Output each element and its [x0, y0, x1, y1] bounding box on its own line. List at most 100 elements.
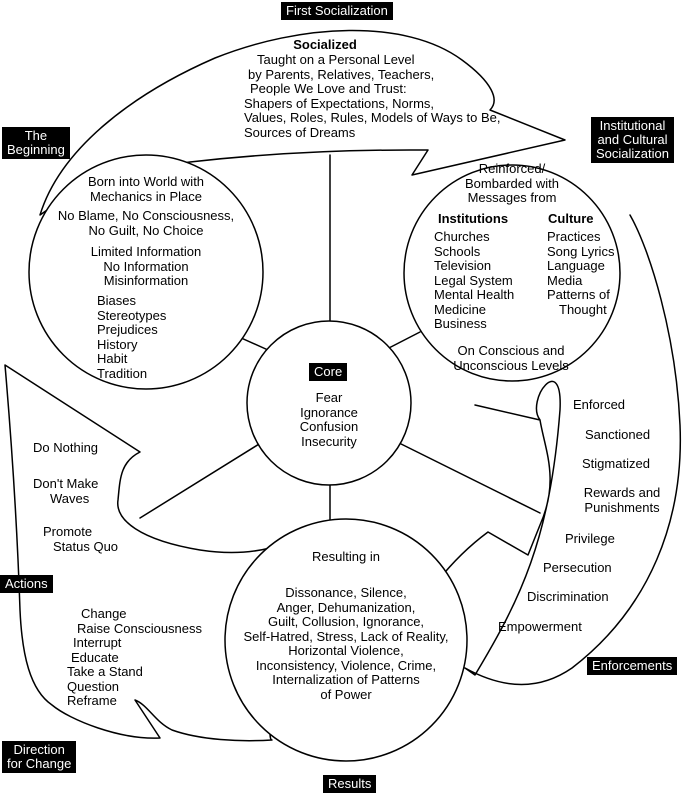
core-item-3: Confusion	[299, 419, 359, 434]
beginning-circle	[28, 154, 264, 390]
beginning-g2-line-2: No Guilt, No Choice	[88, 222, 204, 238]
culture-item-3: Language	[547, 258, 605, 273]
institutional-levels-line-2: Unconscious Levels	[453, 357, 569, 373]
culture-list: Practices Song Lyrics Language Media Pat…	[547, 229, 615, 317]
beginning-list-item-4: History	[97, 336, 138, 352]
change-item-3: Interrupt	[73, 635, 122, 650]
action-dont-make-waves: Don't Make Waves	[33, 476, 99, 506]
institutional-intro-line-3: Messages from	[467, 190, 557, 205]
enforcements-arrow	[399, 214, 682, 686]
results-line-4: Self-Hatred, Stress, Lack of Reality,	[243, 628, 449, 644]
institutional-levels: On Conscious and Unconscious Levels	[436, 343, 586, 373]
label-actions: Actions	[0, 575, 53, 593]
institution-item-5: Mental Health	[434, 287, 515, 302]
spoke-lower-left	[139, 435, 273, 519]
culture-item-2: Song Lyrics	[547, 243, 615, 259]
label-first-socialization: First Socialization	[281, 2, 393, 20]
institutional-levels-line-1: On Conscious and	[457, 343, 565, 358]
enforce-rewards-line-2: Punishments	[584, 499, 660, 515]
culture-item-5: Patterns of	[547, 287, 610, 302]
beginning-group-1: Born into World with Mechanics in Place	[46, 174, 246, 204]
label-institutional-line-2: and Cultural	[597, 132, 668, 147]
socialized-lines: Taught on a Personal Level by Parents, R…	[244, 52, 501, 140]
results-line-8: of Power	[320, 686, 372, 702]
change-item-1: Change	[81, 606, 127, 621]
culture-item-6: Thought	[559, 301, 607, 317]
label-the-beginning-line-2: Beginning	[7, 142, 65, 157]
socialized-line-4: Shapers of Expectations, Norms,	[244, 95, 435, 111]
institution-item-2: Schools	[434, 243, 481, 259]
action-promote-line-1: Promote	[43, 524, 93, 539]
enforce-persecution: Persecution	[543, 560, 612, 575]
institution-item-3: Television	[434, 258, 492, 273]
institution-item-7: Business	[434, 316, 487, 331]
enforce-privilege: Privilege	[565, 531, 615, 546]
label-results: Results	[323, 775, 377, 793]
beginning-g3-line-1: Limited Information	[90, 244, 202, 259]
label-the-beginning: The Beginning	[2, 127, 70, 159]
socialized-line-6: Sources of Dreams	[244, 124, 356, 140]
change-item-2: Raise Consciousness	[77, 620, 203, 636]
enforce-enforced: Enforced	[573, 397, 626, 412]
institution-item-6: Medicine	[434, 301, 487, 317]
label-institutional-line-1: Institutional	[599, 118, 666, 133]
first-socialization-arrow	[39, 29, 566, 216]
beginning-list-item-6: Tradition	[97, 365, 148, 381]
enforce-rewards-line-1: Rewards and	[583, 485, 661, 500]
socialized-line-1: Taught on a Personal Level	[257, 52, 415, 67]
institutional-intro-line-2: Bombarded with	[465, 175, 559, 191]
enforce-stigmatized: Stigmatized	[582, 456, 650, 471]
results-line-5: Horizontal Violence,	[288, 643, 404, 658]
label-enforcements: Enforcements	[587, 657, 678, 675]
results-circle	[224, 518, 468, 762]
socialized-line-3: People We Love and Trust:	[250, 81, 407, 96]
beginning-list: Biases Stereotypes Prejudices History Ha…	[97, 293, 166, 381]
beginning-group-3: Limited Information No Information Misin…	[46, 244, 246, 289]
action-dont-make-waves-line-2: Waves	[50, 490, 90, 506]
label-direction-line-2: for Change	[7, 756, 72, 771]
change-item-5: Take a Stand	[67, 664, 143, 679]
results-heading: Resulting in	[312, 549, 380, 564]
action-do-nothing: Do Nothing	[33, 440, 99, 455]
beginning-g1-line-2: Mechanics in Place	[90, 188, 202, 204]
beginning-list-item-1: Biases	[97, 293, 137, 308]
core-item-2: Ignorance	[300, 404, 358, 420]
change-item-7: Reframe	[67, 693, 117, 708]
change-item-6: Question	[67, 678, 120, 694]
institutional-circle	[403, 164, 621, 382]
spoke-lower-right	[384, 435, 541, 514]
label-institutional-cultural: Institutional and Cultural Socialization	[591, 117, 674, 163]
institution-item-4: Legal System	[434, 272, 513, 288]
action-promote-status-quo: Promote Status Quo	[43, 524, 119, 554]
results-line-7: Internalization of Patterns	[272, 672, 420, 687]
beginning-list-item-3: Prejudices	[97, 322, 158, 337]
label-direction-for-change: Direction for Change	[2, 741, 77, 773]
enforce-empowerment: Empowerment	[498, 619, 582, 634]
results-line-3: Guilt, Collusion, Ignorance,	[267, 614, 425, 629]
label-direction-line-1: Direction	[13, 742, 65, 757]
label-institutional-line-3: Socialization	[596, 146, 669, 161]
actions-arrow	[4, 364, 273, 742]
beginning-g2-line-1: No Blame, No Consciousness,	[57, 208, 235, 223]
change-item-4: Educate	[71, 649, 119, 665]
results-lines: Dissonance, Silence, Anger, Dehumanizati…	[221, 585, 471, 702]
enforce-discrimination: Discrimination	[527, 589, 609, 604]
core-item-1: Fear	[315, 390, 343, 405]
label-the-beginning-line-1: The	[24, 128, 48, 143]
institutional-intro-line-1: Reinforced/	[478, 161, 546, 176]
culture-heading: Culture	[548, 211, 594, 226]
socialized-line-2: by Parents, Relatives, Teachers,	[248, 66, 435, 82]
institution-item-1: Churches	[434, 229, 490, 244]
socialized-heading: Socialized	[293, 37, 357, 52]
results-line-6: Inconsistency, Violence, Crime,	[255, 657, 437, 673]
results-line-1: Dissonance, Silence,	[285, 585, 407, 600]
action-promote-line-2: Status Quo	[53, 538, 119, 554]
socialized-line-5: Values, Roles, Rules, Models of Ways to …	[244, 110, 501, 125]
action-dont-make-waves-line-1: Don't Make	[33, 476, 99, 491]
core-items: Fear Ignorance Confusion Insecurity	[269, 390, 389, 449]
beginning-g1-line-1: Born into World with	[87, 174, 205, 189]
core-circle	[246, 320, 412, 486]
label-core: Core	[309, 363, 348, 381]
enforce-sanctioned: Sanctioned	[585, 427, 651, 442]
